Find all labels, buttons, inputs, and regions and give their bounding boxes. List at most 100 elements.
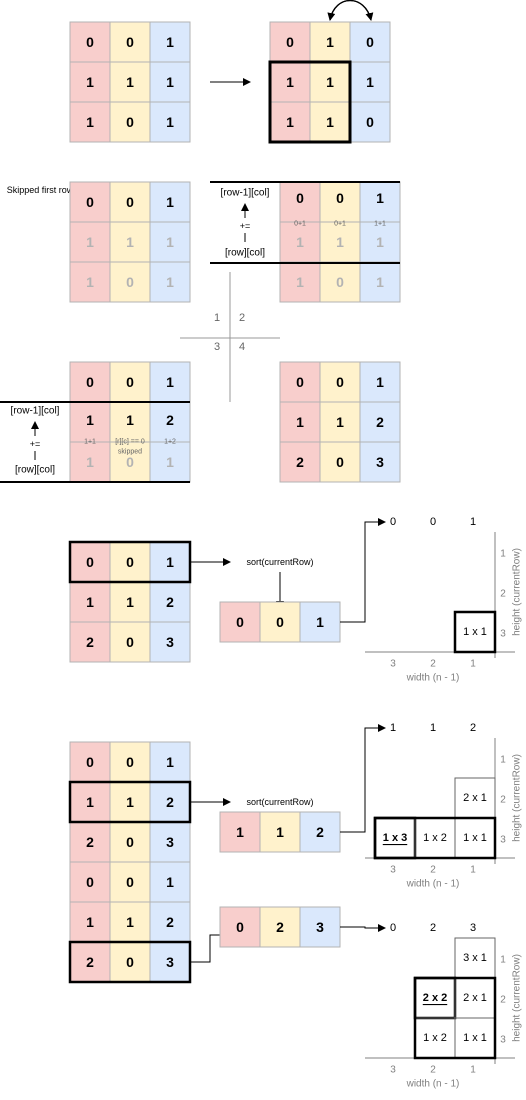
step1-left-grid-value: 1 (166, 74, 174, 90)
sort-step-1-area-label: 1 x 1 (463, 832, 487, 844)
sort-step-0-grid-cell (69, 621, 111, 663)
sort-step-0-grid-cell (69, 581, 111, 623)
step3-left-grid-cell (149, 441, 191, 483)
step2-left-grid-value: 0 (86, 194, 94, 210)
step3-left-grid-cell (69, 441, 111, 483)
step3-result-grid-cell (319, 361, 361, 403)
quadrant-label: 4 (239, 341, 245, 353)
step2-right-grid-value: 1 (376, 274, 384, 290)
sort-step-2-grid-value: 0 (126, 874, 134, 890)
step1-highlight-box (268, 60, 352, 144)
sort-step-2-y-tick: 1 (500, 955, 506, 966)
step2-calc-label: 0+1 (294, 221, 306, 228)
sort-step-2-x-tick: 3 (390, 1065, 396, 1076)
step3-calc-label: 1+1 (84, 439, 96, 446)
sort-step-0-top-value: 1 (470, 516, 476, 528)
sort-step-2-grid-cell (69, 901, 111, 943)
sort-step-0-grid-value: 1 (86, 594, 94, 610)
step2-left-grid-cell (149, 221, 191, 263)
sort-step-0-x-axis-label: width (n - 1) (406, 673, 460, 684)
sort-step-1-grid-value: 0 (126, 754, 134, 770)
step2-left-grid-cell (109, 221, 151, 263)
step1-right-grid-value: 1 (286, 74, 294, 90)
sort-step-0-sort-label: sort(currentRow) (246, 557, 313, 567)
sort-step-2-y-tick: 2 (500, 995, 506, 1006)
step2-left-grid-cell (149, 261, 191, 303)
sort-step-1-sorted-value: 1 (236, 824, 244, 840)
sort-step-2-sorted-value: 0 (236, 919, 244, 935)
step1-left-grid-value: 1 (86, 114, 94, 130)
sort-step-1-grid-value: 0 (126, 834, 134, 850)
sort-step-0-grid-value: 2 (166, 594, 174, 610)
step2-right-grid-cell (359, 261, 401, 303)
step3-result-grid-value: 1 (336, 414, 344, 430)
step2-right-grid-value: 1 (296, 274, 304, 290)
step2-left-grid-value: 1 (126, 234, 134, 250)
sort-step-1-top-value: 1 (390, 722, 396, 734)
step2-right-grid-value: 0 (296, 190, 304, 206)
sort-step-1-area-label: 1 x 2 (423, 832, 447, 844)
step3-result-grid-value: 0 (336, 454, 344, 470)
step3-left-grid-cell (109, 441, 151, 483)
step1-left-grid-value: 1 (126, 74, 134, 90)
step1-left-grid-cell (69, 101, 111, 143)
step1-right-grid-cell (349, 21, 391, 63)
quadrant-label: 1 (214, 312, 220, 324)
sort-step-1-grid-cell (69, 821, 111, 863)
step1-right-grid-value: 0 (286, 34, 294, 50)
sort-step-2-area-label: 2 x 1 (463, 992, 487, 1004)
sort-step-0-grid-value: 2 (86, 634, 94, 650)
step3-calc-label: 1+2 (164, 439, 176, 446)
sort-step-0-sorted-value: 0 (276, 614, 284, 630)
step3-annot-top: [row-1][col] (11, 406, 60, 417)
sort-step-2-grid-cell (109, 941, 151, 983)
step3-result-grid-value: 2 (296, 454, 304, 470)
sort-step-0-sorted-cell (299, 601, 341, 643)
step2-right-grid-value: 1 (376, 190, 384, 206)
sort-step-0-grid-value: 0 (126, 554, 134, 570)
sort-step-2-area-label: 1 x 2 (423, 1032, 447, 1044)
step2-right-grid-value: 0 (336, 190, 344, 206)
quadrant-label: 3 (214, 341, 220, 353)
sort-step-1-y-tick: 1 (500, 755, 506, 766)
sort-step-2-grid-value: 0 (86, 874, 94, 890)
sort-step-2-sorted-value: 2 (276, 919, 284, 935)
sort-step-1-grid-cell (149, 821, 191, 863)
step1-left-grid-value: 1 (166, 34, 174, 50)
sort-step-1-top-value: 2 (470, 722, 476, 734)
sort-step-2-grid-value: 1 (126, 914, 134, 930)
sort-step-0-y-axis-label: height (currentRow) (512, 548, 523, 636)
step1-left-grid-cell (149, 101, 191, 143)
step2-left-grid-value: 1 (86, 234, 94, 250)
sort-step-1-grid-value: 2 (166, 794, 174, 810)
step1-left-grid-value: 0 (126, 34, 134, 50)
sort-step-0-grid-value: 0 (126, 634, 134, 650)
sort-step-2-grid-cell (149, 901, 191, 943)
step2-left-grid-value: 1 (166, 194, 174, 210)
step3-result-grid-value: 3 (376, 454, 384, 470)
step1-right-grid-value: 0 (366, 34, 374, 50)
sort-step-2-grid-value: 1 (166, 874, 174, 890)
sort-step-1-grid-cell (109, 781, 151, 823)
sort-step-1-sorted-value: 1 (276, 824, 284, 840)
sort-step-0-sorted-cell (219, 601, 261, 643)
sort-step-2-grid-value: 3 (166, 954, 174, 970)
sort-step-2-x-tick: 2 (430, 1065, 436, 1076)
step1-left-grid-cell (109, 21, 151, 63)
step2-left-grid-value: 1 (166, 274, 174, 290)
step2-note: Skipped first row (7, 185, 74, 195)
sort-step-2-grid-value: 0 (126, 954, 134, 970)
sort-step-2-top-value: 2 (430, 922, 436, 934)
step3-result-grid-value: 1 (296, 414, 304, 430)
step3-left-grid-value: 0 (126, 454, 134, 470)
sort-step-1-histogram-arrow (340, 724, 386, 833)
sort-step-2-y-tick: 3 (500, 1035, 506, 1046)
step3-left-grid-value: 1 (86, 454, 94, 470)
sort-step-0-grid-value: 1 (126, 594, 134, 610)
step1-left-grid-value: 0 (86, 34, 94, 50)
step3-left-grid-cell (69, 401, 111, 443)
step1-right-grid-value: 1 (286, 114, 294, 130)
step2-right-grid-value: 1 (376, 234, 384, 250)
sort-step-2-histogram-arrow (340, 924, 386, 932)
sort-step-2-x-tick: 1 (470, 1065, 476, 1076)
